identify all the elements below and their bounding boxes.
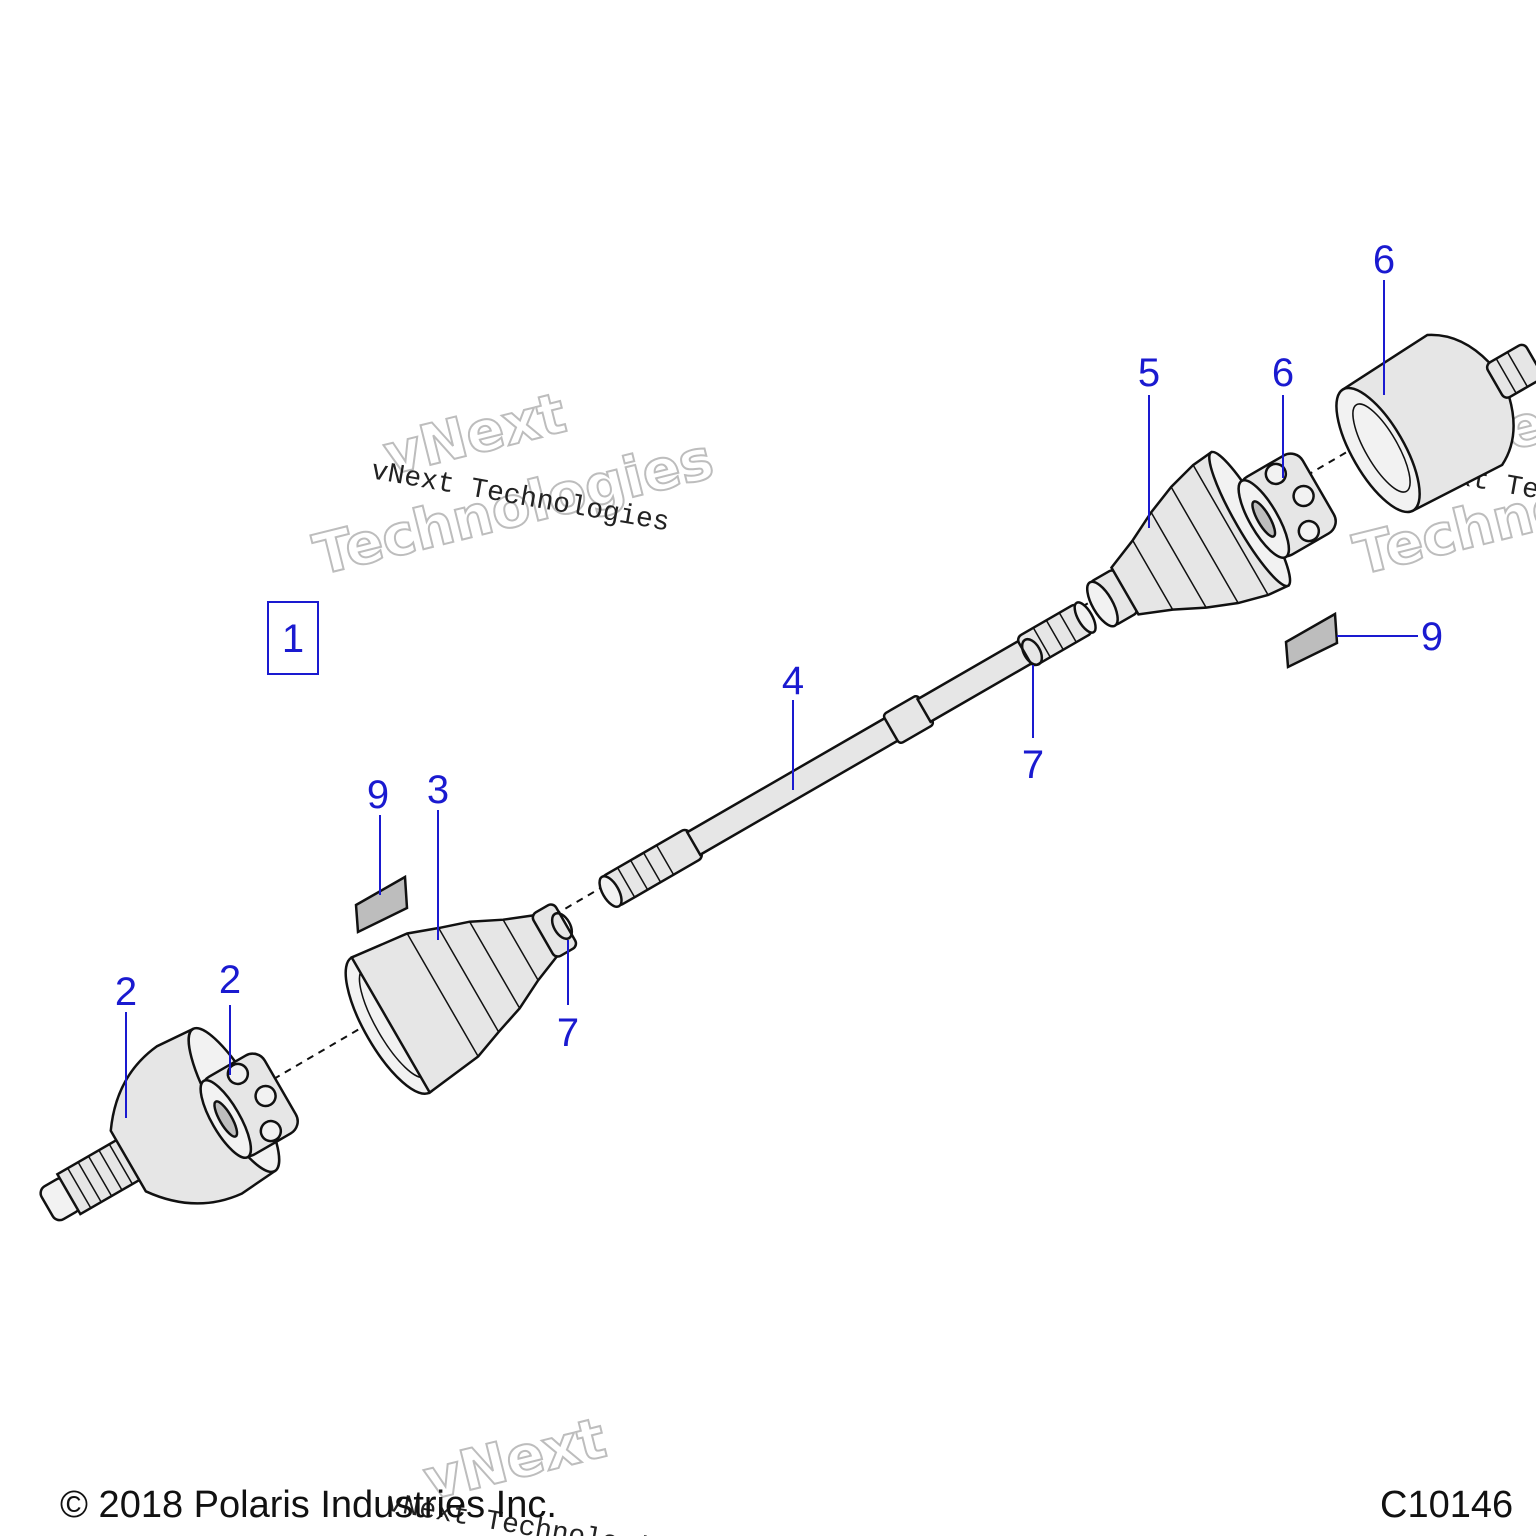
copyright-notice: © 2018 Polaris Industries Inc.: [60, 1484, 557, 1526]
callout-3: 3: [427, 768, 449, 812]
snap-ring-left: [550, 911, 574, 941]
callout-4: 4: [782, 659, 804, 703]
callout-2-cage: 2: [219, 958, 241, 1002]
grease-packet-right: [1284, 611, 1339, 669]
kit-callout-box: [267, 601, 319, 675]
callout-9-left: 9: [367, 773, 389, 817]
callout-6-cage: 6: [1272, 351, 1294, 395]
outer-cv-boot: [344, 903, 578, 1096]
callout-7-right: 7: [1022, 743, 1044, 787]
inner-cv-housing: [1335, 333, 1536, 514]
callout-5: 5: [1138, 351, 1160, 395]
callout-2-housing: 2: [115, 970, 137, 1014]
callout-1: 1: [282, 617, 304, 661]
grease-packet-left: [354, 874, 409, 934]
callout-9-right: 9: [1421, 615, 1443, 659]
diagram-code: C10146: [1380, 1484, 1514, 1526]
callout-6-housing: 6: [1373, 238, 1395, 282]
inner-bearing-cage: [1237, 452, 1337, 559]
watermark-top-left: vNext Technologies vNext Technologies: [307, 380, 721, 590]
outer-bearing-cage: [199, 1052, 299, 1159]
callout-7-left: 7: [557, 1011, 579, 1055]
snap-ring-right: [1020, 637, 1044, 667]
